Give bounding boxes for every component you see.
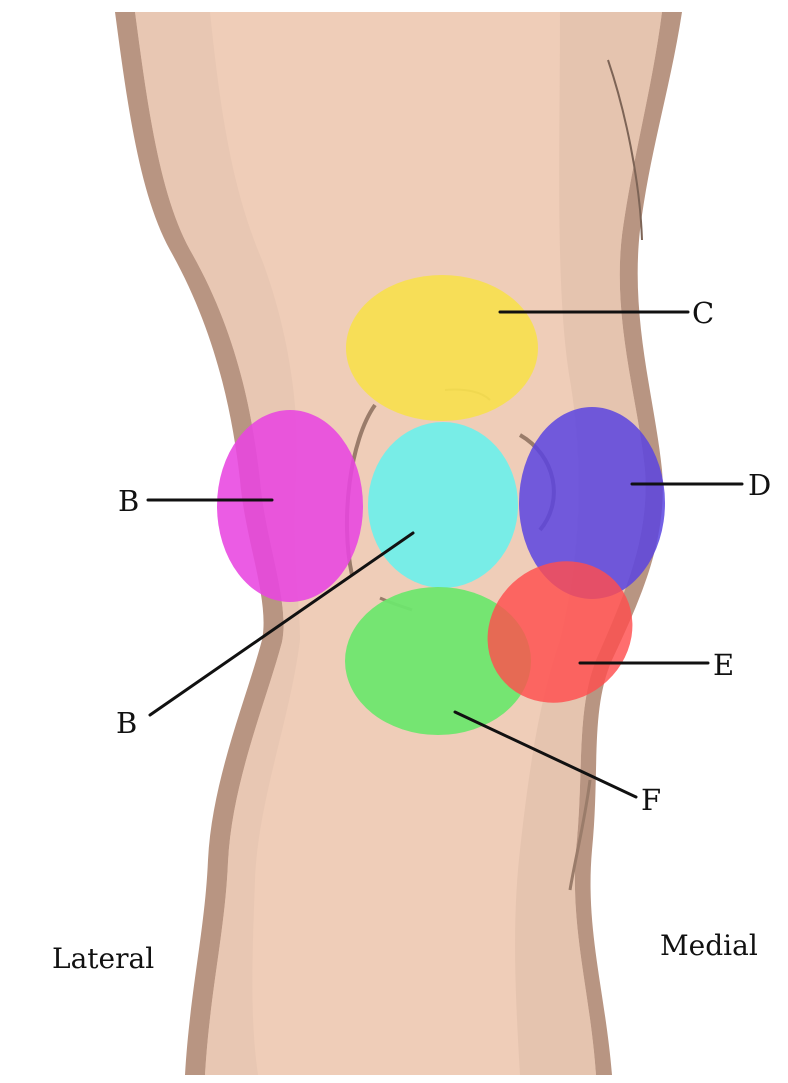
region-c-ellipse [346,275,538,421]
label-d: D [748,468,771,502]
leader-lines [146,310,744,799]
lateral-label: Lateral [52,942,154,975]
crease-upper-right [607,59,643,241]
region-d-ellipse [519,407,665,599]
regions [217,275,665,735]
label-c: C [692,296,714,330]
region-b-central-ellipse [368,422,518,588]
region-e-ellipse [487,561,633,703]
region-labels: C B B D E F [116,296,771,817]
label-f: F [641,783,661,817]
leader-b-central [148,531,415,717]
crease-lower-right [568,779,592,891]
region-f-ellipse [345,587,531,735]
leader-f [453,710,638,799]
medial-label: Medial [660,929,758,962]
region-b-lateral-ellipse [217,410,363,602]
label-e: E [713,648,734,682]
leg-shadow-lateral [135,12,300,1075]
label-b-central: B [116,706,137,740]
label-b-lateral: B [118,484,139,518]
